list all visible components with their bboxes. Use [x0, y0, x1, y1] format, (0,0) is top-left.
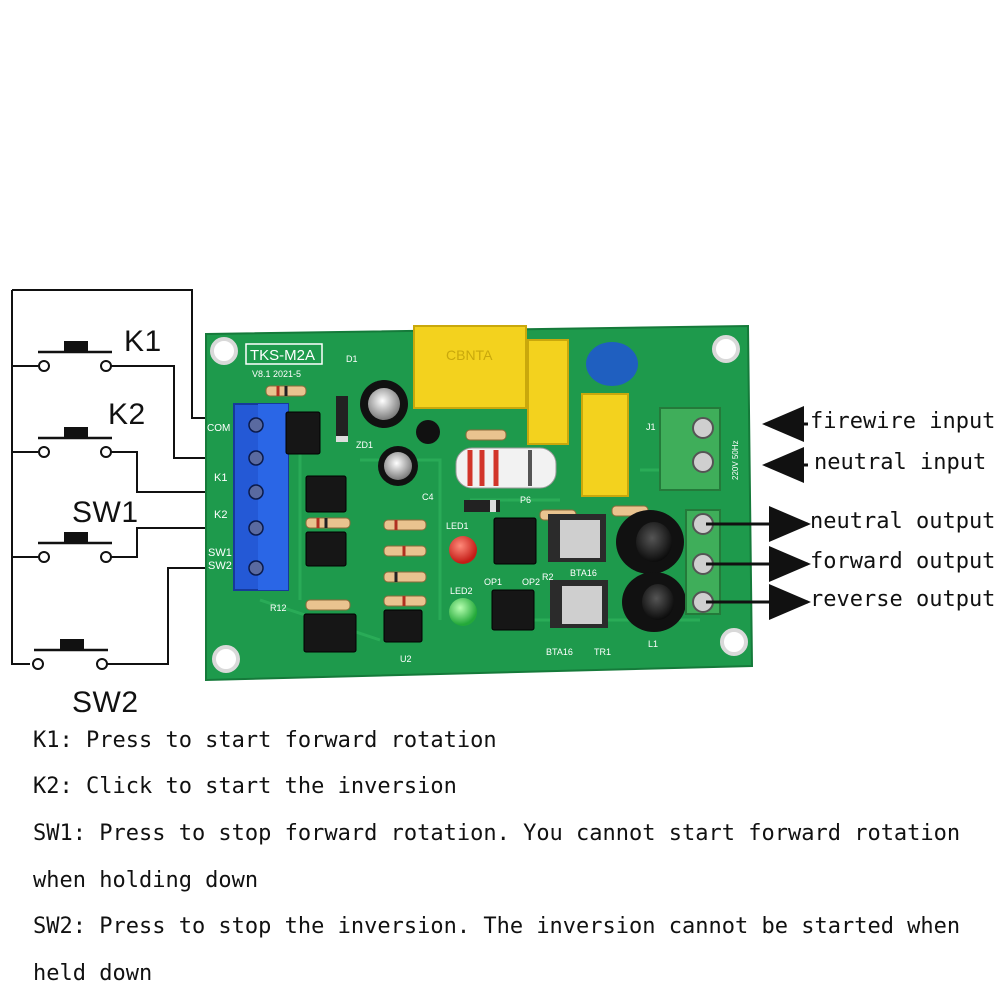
description-sw1: SW1: Press to stop forward rotation. You… [33, 821, 961, 846]
output-arrows [706, 406, 811, 620]
switch-sw2 [32, 639, 108, 670]
label-forward-output: forward output [810, 549, 996, 574]
label-zd1: ZD1 [356, 440, 373, 450]
label-led1: LED1 [446, 521, 469, 531]
label-voltage: 220V 50Hz [731, 440, 740, 480]
label-reverse-output: reverse output [810, 587, 996, 612]
label-tr1: TR1 [594, 647, 611, 657]
label-j1: J1 [646, 422, 656, 432]
label-neutral-input: neutral input [814, 450, 987, 475]
label-r2: R2 [542, 572, 554, 582]
board-model-label: TKS-M2A [250, 347, 315, 364]
label-bta16-1: BTA16 [570, 568, 597, 578]
led-red [449, 536, 477, 564]
inductor [455, 447, 557, 489]
board-version-label: V8.1 2021-5 [252, 369, 301, 379]
label-op1: OP1 [484, 577, 502, 587]
mounting-holes [210, 335, 748, 673]
description-sw1-cont: when holding down [33, 868, 259, 893]
label-op2: OP2 [522, 577, 540, 587]
input-terminal-screws [248, 417, 264, 576]
k2-wire [110, 451, 258, 493]
component-labels: D1 ZD1 R12 U2 LED1 LED2 OP1 OP2 R2 BTA16… [270, 354, 740, 664]
power-terminal-block [659, 407, 721, 491]
label-p6: P6 [520, 495, 531, 505]
output-terminal-block [685, 509, 721, 615]
common-rail [11, 290, 30, 665]
description-sw2-cont: held down [33, 961, 153, 986]
film-capacitors: CBNTA [413, 325, 638, 497]
pin-label-k2: K2 [214, 509, 227, 521]
label-k1: K1 [124, 325, 162, 358]
triacs [548, 514, 608, 628]
label-c4: C4 [422, 492, 434, 502]
switch-k2 [38, 427, 112, 458]
label-r12: R12 [270, 603, 287, 613]
label-d1: D1 [346, 354, 358, 364]
diode-d1 [336, 396, 348, 442]
description-sw2: SW2: Press to stop the inversion. The in… [33, 914, 961, 939]
pin-label-k1: K1 [214, 472, 227, 484]
pcb-board: TKS-M2A V8.1 2021-5 COM K1 K2 SW1 SW2 [205, 324, 754, 682]
description-k1: K1: Press to start forward rotation [33, 728, 497, 753]
electrolytic-capacitors [360, 380, 440, 486]
pin-label-sw1: SW1 [208, 547, 232, 559]
switch-sw1 [38, 532, 112, 563]
sw1-wire [110, 527, 258, 558]
pin-label-sw2: SW2 [208, 560, 232, 572]
label-bta16-2: BTA16 [546, 647, 573, 657]
label-u2: U2 [400, 654, 412, 664]
label-sw2: SW2 [72, 686, 139, 719]
pin-labels: COM K1 K2 SW1 SW2 [207, 423, 232, 572]
label-l1: L1 [648, 639, 658, 649]
led-green [449, 598, 477, 626]
black-capacitors [616, 510, 686, 632]
label-firewire-input: firewire input [810, 409, 996, 434]
switch-k1 [38, 341, 112, 372]
label-sw1: SW1 [72, 496, 139, 529]
label-led2: LED2 [450, 586, 473, 596]
pin-label-com: COM [207, 423, 230, 434]
description-k2: K2: Click to start the inversion [33, 774, 457, 799]
capacitor-marking: CBNTA [446, 347, 493, 363]
label-k2: K2 [108, 398, 146, 431]
label-neutral-output: neutral output [810, 509, 996, 534]
ic-chips [285, 411, 537, 653]
